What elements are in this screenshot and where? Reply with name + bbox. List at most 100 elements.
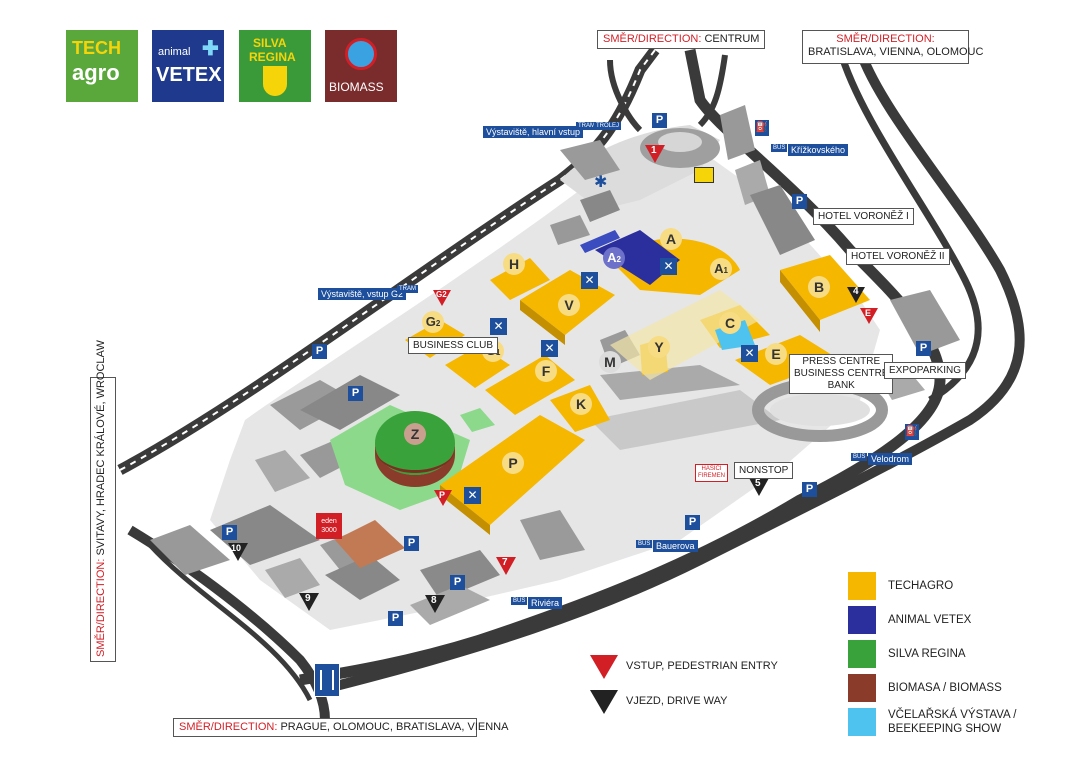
- hall-G1-sub: 1: [495, 348, 501, 357]
- press-centre-line1: PRESS CENTRE: [802, 356, 881, 367]
- stop-trolej-badge: TROLEJ: [594, 122, 622, 130]
- stop-tram-text: TRAM: [578, 123, 595, 129]
- restaurant-icon: ✕: [541, 340, 558, 357]
- hall-marker-P[interactable]: P: [502, 452, 524, 474]
- stop-g2-tram-text: TRAM: [399, 286, 416, 292]
- direction-north-text: CENTRUM: [704, 33, 760, 45]
- stop-g2-tram-badge: TRAM: [397, 285, 418, 293]
- legend-techagro-text: TECHAGRO: [888, 580, 954, 592]
- hall-marker-E[interactable]: E: [765, 343, 787, 365]
- legend-pedestrian-triangle: [590, 655, 618, 679]
- driveway-8-marker: [425, 595, 445, 613]
- stop-bauerova-bus-text: BUS: [638, 541, 651, 547]
- stop-g2-entry: Výstaviště, vstup G2: [318, 288, 407, 300]
- hall-M-letter: M: [604, 354, 616, 370]
- parking-marker: P: [916, 341, 931, 356]
- stop-riviera-bus-text: BUS: [513, 598, 526, 604]
- stop-riviera-text: Riviéra: [531, 598, 560, 608]
- legend-silva-regina-swatch: [848, 640, 876, 668]
- direction-west-text: SVITAVY, HRADEC KRÁLOVÉ, WROCLAW: [95, 340, 107, 556]
- hall-B-letter: B: [813, 279, 825, 295]
- entry-E-marker: [860, 308, 878, 324]
- driveway-9-label: 9: [305, 593, 311, 604]
- restaurant-icon: ✕: [660, 258, 677, 275]
- hall-A2-sub: 2: [616, 255, 621, 264]
- entry-G2-label: G2: [436, 290, 447, 299]
- firemen-line1: HASIČI: [701, 466, 722, 472]
- hall-marker-K[interactable]: K: [570, 393, 592, 415]
- legend-silva-regina-text: SILVA REGINA: [888, 648, 966, 660]
- hall-marker-B[interactable]: B: [808, 276, 830, 298]
- hall-G2-sub: 2: [435, 319, 441, 328]
- direction-north: SMĚR/DIRECTION: CENTRUM: [597, 30, 765, 49]
- hall-marker-Z[interactable]: Z: [404, 423, 426, 445]
- direction-northeast-prefix: SMĚR/DIRECTION:: [836, 33, 935, 45]
- hall-marker-M[interactable]: M: [599, 351, 621, 373]
- direction-south-prefix: SMĚR/DIRECTION:: [179, 721, 278, 733]
- stop-main-entry-text: Výstaviště, hlavní vstup: [486, 127, 581, 137]
- silva-logo-line2: REGINA: [249, 50, 296, 64]
- hall-marker-Y[interactable]: Y: [648, 336, 670, 358]
- hall-marker-F[interactable]: F: [535, 360, 557, 382]
- parking-letter: P: [315, 345, 324, 357]
- parking-marker: P: [312, 344, 327, 359]
- hall-marker-H[interactable]: H: [503, 253, 525, 275]
- legend-beekeeping-swatch: [848, 708, 876, 736]
- legend-beekeeping: VČELAŘSKÁ VÝSTAVA / BEEKEEPING SHOW: [848, 708, 1078, 736]
- parking-marker: P: [388, 611, 403, 626]
- fuel-icon: ⛽: [905, 424, 919, 440]
- direction-northeast-text: BRATISLAVA, VIENNA, OLOMOUC: [808, 46, 984, 58]
- driveway-5-label: 5: [755, 478, 761, 489]
- entry-1-label: 1: [651, 145, 657, 156]
- hall-marker-A2[interactable]: A2: [603, 247, 625, 269]
- entry-P-marker: [434, 490, 452, 506]
- legend-beekeeping-text: VČELAŘSKÁ VÝSTAVA / BEEKEEPING SHOW: [888, 708, 1016, 736]
- hall-marker-A1[interactable]: A1: [710, 258, 732, 280]
- post-icon: [694, 167, 714, 183]
- hall-marker-V[interactable]: V: [558, 294, 580, 316]
- parking-marker: P: [450, 575, 465, 590]
- fuel-icon: ⛽: [755, 120, 769, 136]
- eden-line1: eden: [321, 518, 337, 525]
- legend-biomass: BIOMASA / BIOMASS: [848, 674, 1078, 702]
- restaurant-icon: ✕: [741, 345, 758, 362]
- expoparking-label: EXPOPARKING: [884, 362, 967, 379]
- stop-velodrom: Velodrom: [868, 453, 913, 465]
- parking-letter: P: [795, 195, 804, 207]
- stop-krizkovskeho-text: Křížkovského: [791, 145, 846, 155]
- parking-marker: P: [685, 515, 700, 530]
- legend-animal-vetex-text: ANIMAL VETEX: [888, 614, 972, 626]
- highway-icon-lanes: [320, 670, 334, 690]
- parking-letter: P: [453, 576, 462, 588]
- hotel-voronez-2-text: HOTEL VORONĚŽ II: [851, 251, 945, 262]
- stop-bauerova-badge: BUS: [636, 540, 653, 548]
- vetex-logo-line2: VETEX: [156, 64, 222, 86]
- parking-letter: P: [407, 537, 416, 549]
- firemen-label: HASIČI FIREMEN: [695, 464, 728, 482]
- hall-E-letter: E: [771, 346, 781, 362]
- press-centre-line3: BANK: [827, 380, 855, 391]
- restaurant-icon: ✕: [490, 318, 507, 335]
- restaurant-icon: ✕: [581, 272, 598, 289]
- hall-marker-A[interactable]: A: [660, 228, 682, 250]
- biomass-logo: BIOMASS: [325, 30, 397, 102]
- hall-K-letter: K: [575, 396, 587, 412]
- stop-bauerova: Bauerova: [653, 540, 698, 552]
- parking-letter: P: [391, 612, 400, 624]
- hotel-voronez-2-label: HOTEL VORONĚŽ II: [846, 248, 950, 265]
- legend-pedestrian-text: VSTUP, PEDESTRIAN ENTRY: [626, 660, 778, 672]
- legend-drive-triangle: [590, 690, 618, 714]
- entry-G2-marker: [433, 290, 451, 306]
- legend-beekeeping-line2: BEEKEEPING SHOW: [888, 723, 1002, 735]
- direction-west-text-wrap: SMĚR/DIRECTION: SVITAVY, HRADEC KRÁLOVÉ,…: [95, 340, 107, 657]
- parking-marker: P: [404, 536, 419, 551]
- legend-animal-vetex: ANIMAL VETEX: [848, 606, 1078, 634]
- stop-velodrom-bus-text: BUS: [853, 454, 866, 460]
- hall-marker-C[interactable]: C: [719, 312, 741, 334]
- restaurant-icon: ✕: [464, 487, 481, 504]
- entry-1-marker: [645, 145, 665, 163]
- firemen-line2: FIREMEN: [698, 473, 725, 479]
- hall-marker-G2[interactable]: G2: [422, 311, 444, 333]
- hotel-voronez-1-text: HOTEL VORONĚŽ I: [818, 211, 909, 222]
